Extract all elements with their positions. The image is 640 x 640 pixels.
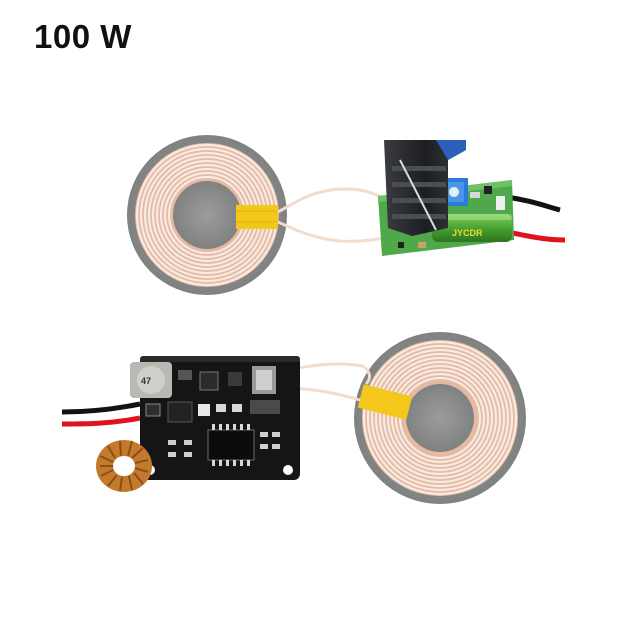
smd-inductor: 47	[130, 362, 172, 398]
transmitter-board: JYCDR	[378, 140, 566, 256]
tape-strip	[236, 205, 278, 229]
receiver-board: 47	[61, 356, 300, 492]
receiver-coil	[354, 332, 526, 504]
toroidal-inductor	[96, 440, 152, 492]
power-rating-title: 100 W	[34, 18, 132, 55]
transmitter-coil-leads	[277, 187, 389, 243]
capacitor: JYCDR	[432, 214, 512, 242]
inductor-label: 47	[141, 376, 151, 386]
heatsink	[384, 140, 466, 236]
transmitter-coil	[127, 135, 287, 295]
tape-strip	[357, 384, 413, 420]
capacitor-label: JYCDR	[452, 228, 483, 238]
